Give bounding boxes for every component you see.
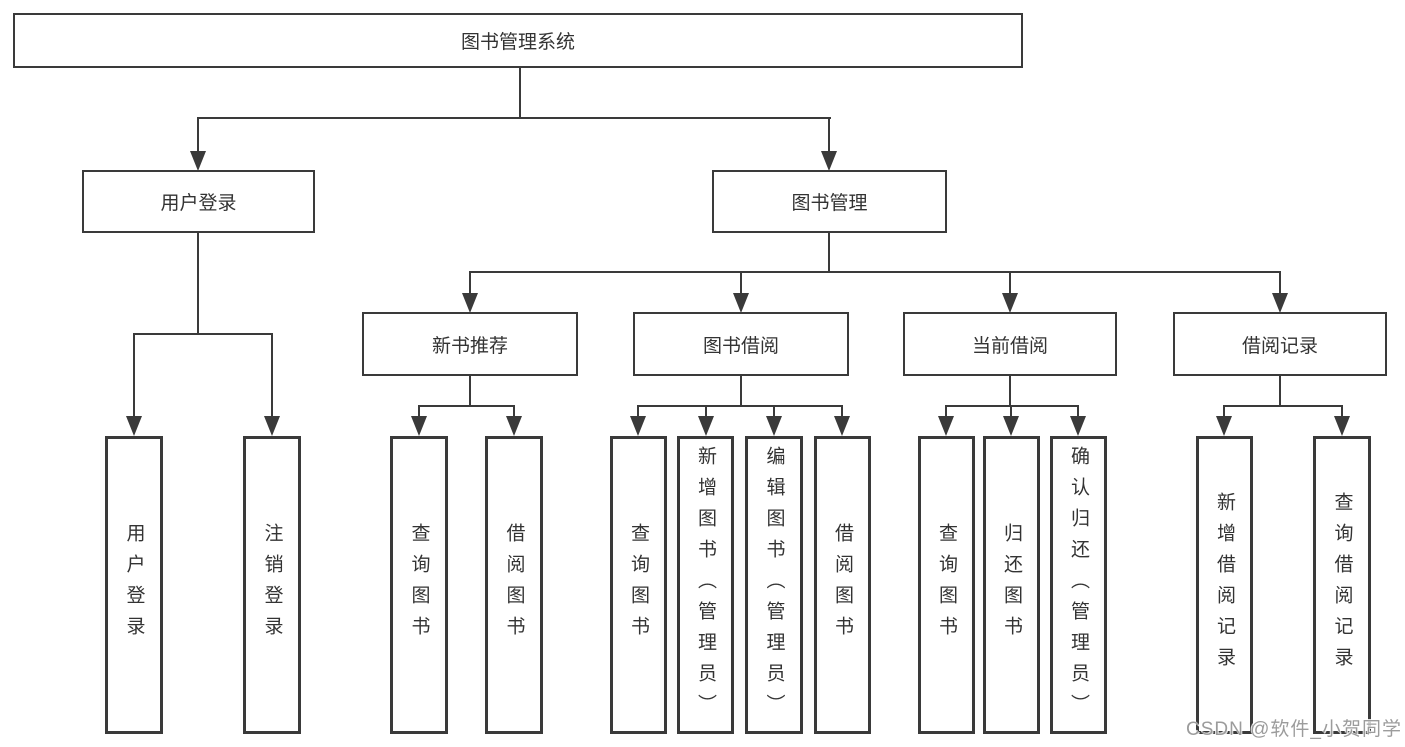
connector-line — [1077, 405, 1079, 418]
leaf-user-login: 用户登录 — [105, 436, 163, 734]
leaf-label: 查询图书 — [408, 523, 430, 647]
leaf-label: 查询借阅记录 — [1331, 492, 1353, 678]
connector-line — [133, 333, 273, 335]
leaf-label: 查询图书 — [936, 523, 957, 647]
connector-line — [1009, 271, 1011, 295]
arrowhead-down-icon — [766, 416, 782, 436]
arrowhead-down-icon — [1070, 416, 1086, 436]
connector-line — [945, 405, 947, 418]
leaf-query-borrow-record: 查询借阅记录 — [1313, 436, 1371, 734]
leaf-query-books-2: 查询图书 — [610, 436, 667, 734]
node-root: 图书管理系统 — [13, 13, 1023, 68]
arrowhead-down-icon — [190, 151, 206, 171]
connector-line — [773, 405, 775, 418]
arrowhead-down-icon — [698, 416, 714, 436]
leaf-confirm-return-admin: 确认归还（管理员） — [1050, 436, 1107, 734]
arrowhead-down-icon — [411, 416, 427, 436]
node-label: 图书管理 — [791, 193, 868, 214]
connector-line — [1223, 405, 1343, 407]
connector-line — [197, 117, 831, 119]
node-book-borrowing: 图书借阅 — [633, 312, 849, 376]
connector-line — [1223, 405, 1225, 418]
connector-line — [705, 405, 707, 418]
leaf-label: 编辑图书（管理员） — [763, 445, 785, 725]
connector-line — [197, 233, 199, 335]
connector-line — [469, 376, 471, 407]
connector-line — [637, 405, 843, 407]
arrowhead-down-icon — [1003, 416, 1019, 436]
leaf-label: 确认归还（管理员） — [1068, 445, 1089, 725]
node-label: 借阅记录 — [1241, 335, 1318, 357]
leaf-label: 归还图书 — [1001, 523, 1022, 647]
connector-line — [418, 405, 420, 418]
arrowhead-down-icon — [1272, 293, 1288, 313]
connector-line — [740, 376, 742, 407]
arrowhead-down-icon — [462, 293, 478, 313]
leaf-label: 借阅图书 — [832, 523, 853, 647]
connector-line — [1009, 376, 1011, 407]
connector-line — [469, 271, 471, 295]
node-book-management: 图书管理 — [712, 170, 947, 233]
connector-line — [469, 271, 1281, 273]
arrowhead-down-icon — [834, 416, 850, 436]
connector-line — [828, 233, 830, 273]
leaf-label: 注销登录 — [261, 523, 283, 647]
arrowhead-down-icon — [938, 416, 954, 436]
leaf-return-book: 归还图书 — [983, 436, 1040, 734]
connector-line — [828, 117, 830, 153]
arrowhead-down-icon — [126, 416, 142, 436]
leaf-query-books-3: 查询图书 — [918, 436, 975, 734]
leaf-add-borrow-record: 新增借阅记录 — [1196, 436, 1253, 734]
arrowhead-down-icon — [1334, 416, 1350, 436]
leaf-label: 借阅图书 — [503, 523, 525, 647]
arrowhead-down-icon — [630, 416, 646, 436]
connector-line — [841, 405, 843, 418]
connector-line — [1279, 271, 1281, 295]
leaf-query-books: 查询图书 — [390, 436, 448, 734]
watermark: CSDN @软件_小贺同学 — [1186, 719, 1402, 740]
leaf-label: 用户登录 — [123, 523, 145, 647]
connector-line — [1010, 405, 1012, 418]
connector-line — [271, 333, 273, 418]
connector-line — [1279, 376, 1281, 407]
connector-line — [418, 405, 515, 407]
connector-line — [945, 405, 1079, 407]
connector-line — [197, 117, 199, 153]
connector-line — [133, 333, 135, 418]
node-borrowing-records: 借阅记录 — [1173, 312, 1387, 376]
leaf-label: 新增借阅记录 — [1214, 492, 1235, 678]
connector-line — [637, 405, 639, 418]
node-new-book-recommend: 新书推荐 — [362, 312, 578, 376]
leaf-label: 新增图书（管理员） — [695, 445, 716, 725]
leaf-borrow-books-2: 借阅图书 — [814, 436, 871, 734]
arrowhead-down-icon — [506, 416, 522, 436]
node-root-label: 图书管理系统 — [460, 32, 575, 53]
arrowhead-down-icon — [264, 416, 280, 436]
connector-line — [513, 405, 515, 418]
arrowhead-down-icon — [1002, 293, 1018, 313]
node-label: 新书推荐 — [431, 335, 508, 357]
node-label: 当前借阅 — [971, 335, 1048, 357]
arrowhead-down-icon — [733, 293, 749, 313]
connector-line — [740, 271, 742, 295]
node-user-login: 用户登录 — [82, 170, 315, 233]
leaf-add-book-admin: 新增图书（管理员） — [677, 436, 734, 734]
node-label: 用户登录 — [160, 193, 237, 214]
leaf-logout-login: 注销登录 — [243, 436, 301, 734]
leaf-label: 查询图书 — [628, 523, 649, 647]
connector-line — [1341, 405, 1343, 418]
leaf-borrow-books: 借阅图书 — [485, 436, 543, 734]
arrowhead-down-icon — [821, 151, 837, 171]
node-current-borrowing: 当前借阅 — [903, 312, 1117, 376]
node-label: 图书借阅 — [702, 335, 779, 357]
connector-line — [519, 68, 521, 118]
leaf-edit-book-admin: 编辑图书（管理员） — [745, 436, 803, 734]
arrowhead-down-icon — [1216, 416, 1232, 436]
